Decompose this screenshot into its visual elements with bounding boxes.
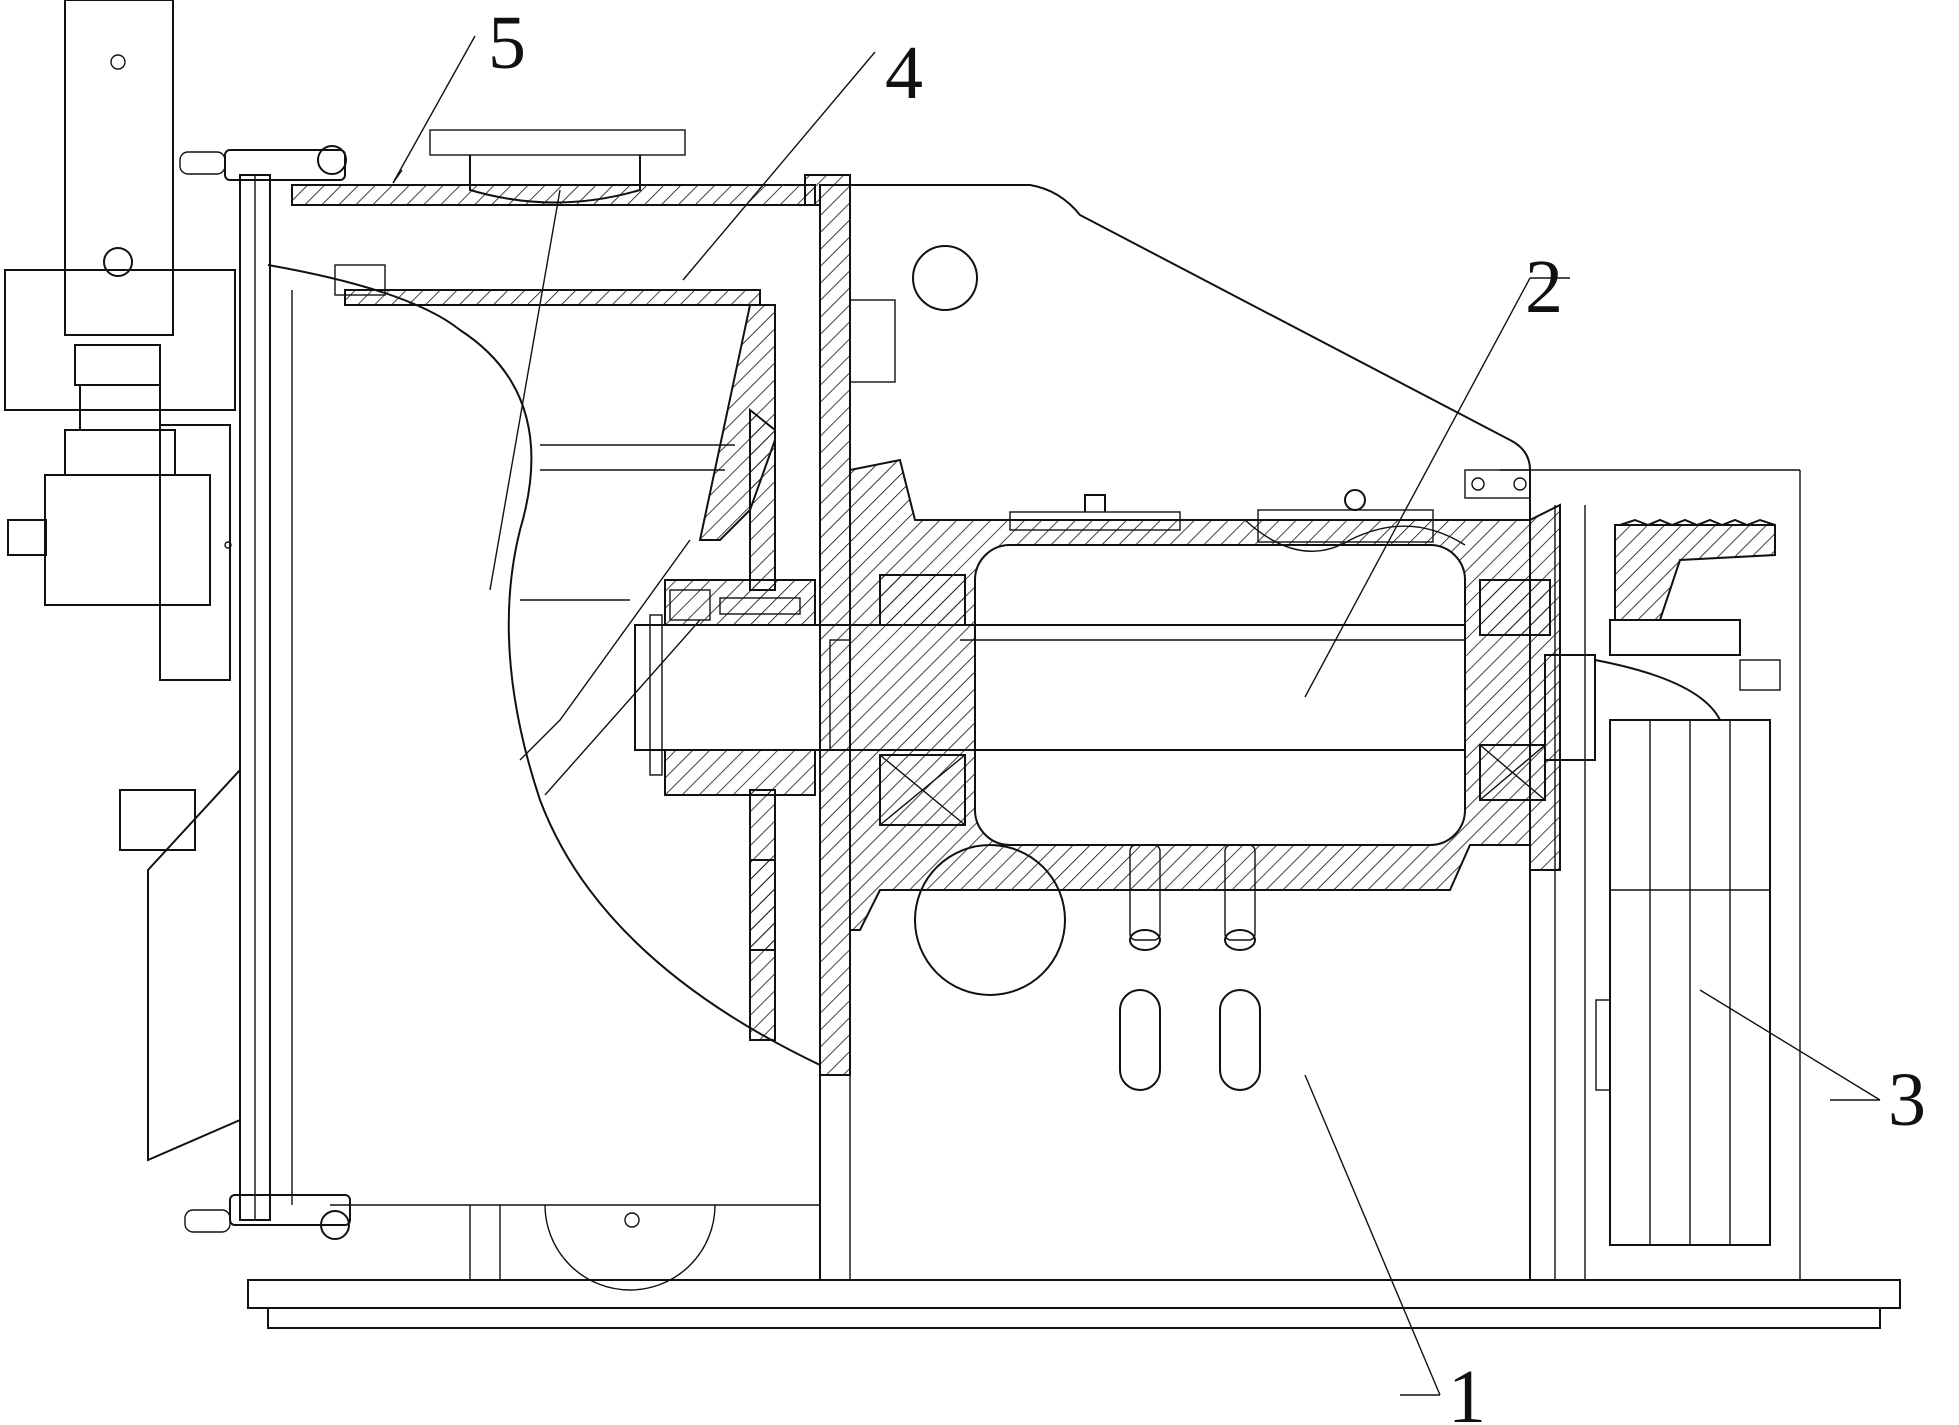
valve-actuator: [4, 0, 241, 1162]
callout-label-1: 1: [1448, 1355, 1486, 1425]
callout-label-2: 2: [1525, 245, 1563, 329]
main-shaft: [634, 574, 1596, 826]
shaft-housing: [849, 458, 1561, 951]
callout-2: 2: [1525, 245, 1563, 329]
callout-label-3: 3: [1888, 1058, 1926, 1142]
callout-5: 5: [488, 1, 526, 85]
callout-label-4: 4: [885, 31, 923, 115]
callout-label-5: 5: [488, 1, 526, 85]
pump-casing: [267, 129, 851, 1076]
callout-3: 3: [1888, 1058, 1926, 1142]
base-plate: [247, 1279, 1901, 1329]
callout-1: 1: [1448, 1355, 1486, 1425]
pulley: [1594, 518, 1781, 1246]
front-cover: [179, 145, 351, 1240]
leader-lines: [392, 35, 1881, 1396]
callout-4: 4: [885, 31, 923, 115]
